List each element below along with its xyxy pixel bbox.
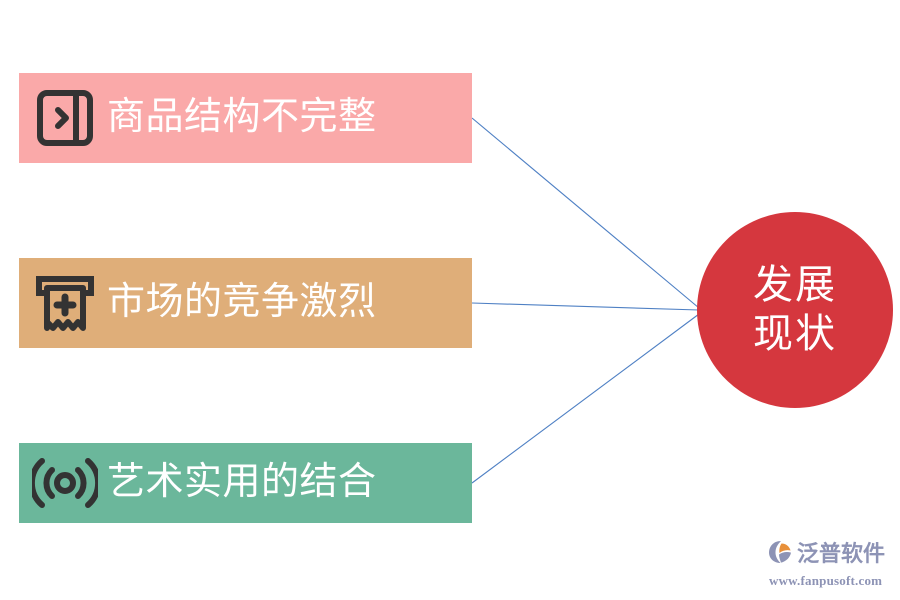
hub-label-line-2: 现状 — [753, 312, 837, 356]
broadcast-signal-icon — [29, 447, 101, 519]
watermark-brand-row: 泛普软件 — [768, 540, 885, 569]
connector-line-2 — [471, 302, 700, 311]
connector-line-3 — [471, 313, 700, 484]
watermark-brand-name: 泛普软件 — [797, 541, 886, 566]
watermark-url: www.fanpusoft.com — [769, 572, 883, 588]
panel-chevron-icon — [29, 82, 101, 154]
connector-line-1 — [471, 117, 700, 309]
receipt-plus-icon — [29, 267, 101, 339]
topic-bar-2-label: 市场的竞争激烈 — [107, 281, 377, 324]
watermark: 泛普软件 www.fanpusoft.com — [768, 538, 890, 590]
topic-bar-1-label: 商品结构不完整 — [107, 96, 377, 139]
topic-bar-2[interactable]: 市场的竞争激烈 — [19, 258, 472, 348]
topic-bar-3-label: 艺术实用的结合 — [107, 461, 377, 504]
hub-label-line-1: 发展 — [753, 263, 837, 308]
topic-bar-3[interactable]: 艺术实用的结合 — [19, 443, 472, 523]
hub-node[interactable]: 发展 现状 — [697, 212, 893, 408]
fanpu-logo-icon — [768, 540, 794, 569]
topic-bar-1[interactable]: 商品结构不完整 — [19, 73, 472, 163]
